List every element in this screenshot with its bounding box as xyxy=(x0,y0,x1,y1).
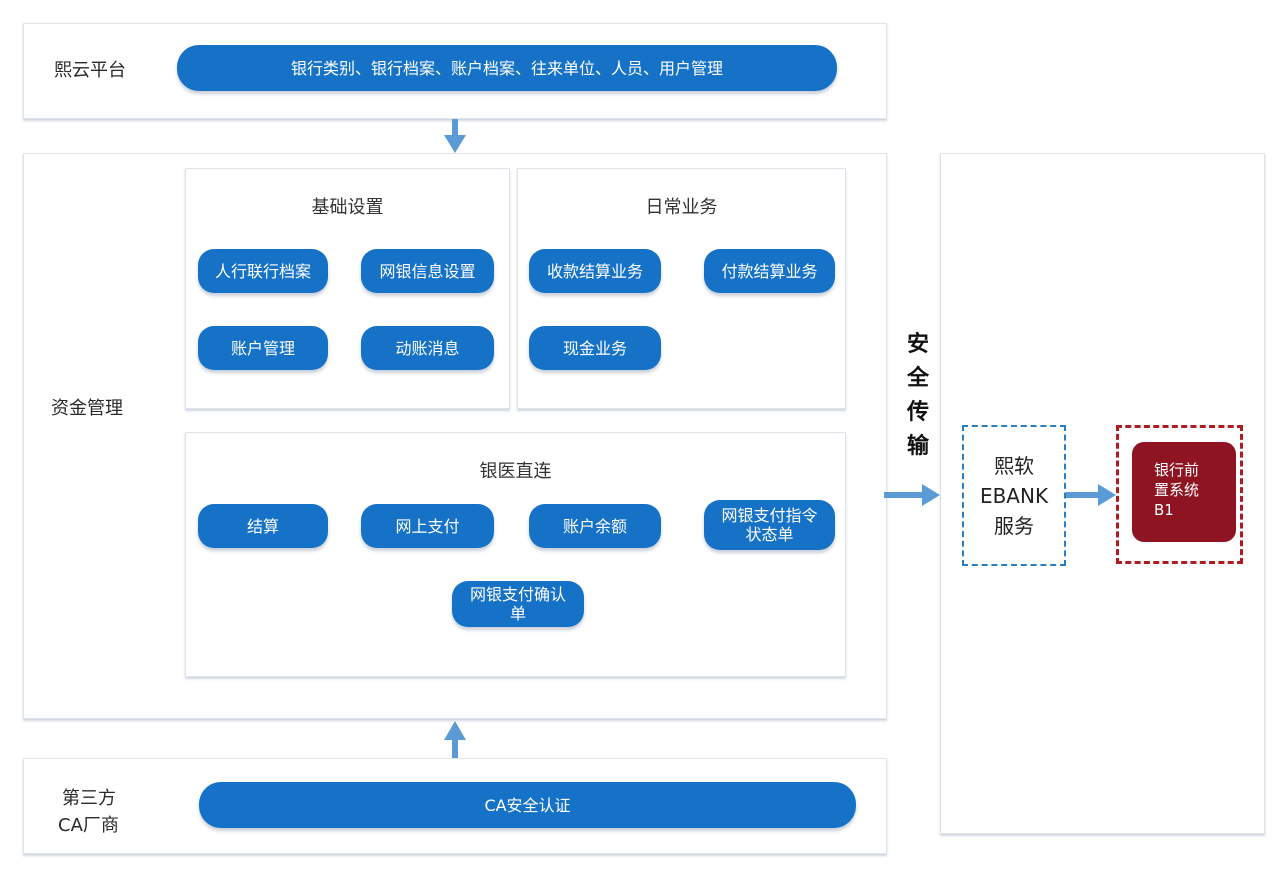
thirdparty-label-line2: CA厂商 xyxy=(58,815,119,836)
bank-direct-box: 银医直连 结算 网上支付 账户余额 网银支付指令状态单 网银支付确认单 xyxy=(185,432,846,677)
item-account-change-message: 动账消息 xyxy=(361,326,494,370)
bank-frontend-system: 银行前 置系统 B1 xyxy=(1132,442,1236,542)
item-pboc-bank-archive: 人行联行档案 xyxy=(198,249,328,293)
basic-settings-box: 基础设置 人行联行档案 网银信息设置 账户管理 动账消息 xyxy=(185,168,510,409)
frontend-line2: 置系统 xyxy=(1154,481,1200,499)
item-account-balance: 账户余额 xyxy=(529,504,661,548)
item-settlement: 结算 xyxy=(198,504,328,548)
arrow-capital-to-ebank xyxy=(884,484,940,506)
secure-transfer-char-4: 输 xyxy=(906,434,929,459)
secure-transfer-char-1: 安 xyxy=(906,332,929,357)
item-payment-confirmation: 网银支付确认单 xyxy=(452,581,584,627)
platform-label: 熙云平台 xyxy=(54,60,126,81)
secure-transfer-char-2: 全 xyxy=(906,366,929,391)
item-online-payment: 网上支付 xyxy=(361,504,494,548)
item-receipt-settlement: 收款结算业务 xyxy=(529,249,661,293)
secure-transfer-text: 安 全 传 输 xyxy=(900,328,936,464)
daily-business-box: 日常业务 收款结算业务 付款结算业务 现金业务 xyxy=(517,168,846,409)
ebank-line3: 服务 xyxy=(994,513,1034,538)
bank-frontend-dashed-box xyxy=(1116,425,1243,564)
item-payment-instruction-status: 网银支付指令状态单 xyxy=(704,500,835,550)
ca-auth-bar: CA安全认证 xyxy=(199,782,856,828)
thirdparty-label-line1: 第三方 xyxy=(62,788,116,809)
ebank-line2: EBANK xyxy=(979,483,1049,508)
basic-settings-title: 基础设置 xyxy=(311,197,384,218)
frontend-line1: 银行前 xyxy=(1154,461,1200,479)
ebank-service-box: 熙软 EBANK 服务 xyxy=(962,425,1066,566)
thirdparty-panel: 第三方 CA厂商 CA安全认证 xyxy=(23,758,887,854)
bank-direct-title: 银医直连 xyxy=(479,461,552,482)
arrow-thirdparty-to-capital xyxy=(444,721,466,758)
arrow-ebank-to-frontend xyxy=(1066,484,1116,506)
arrow-platform-to-capital xyxy=(444,119,466,153)
item-payment-settlement: 付款结算业务 xyxy=(704,249,835,293)
secure-transfer-char-3: 传 xyxy=(906,400,929,425)
platform-bar: 银行类别、银行档案、账户档案、往来单位、人员、用户管理 xyxy=(177,45,837,91)
platform-panel: 熙云平台 银行类别、银行档案、账户档案、往来单位、人员、用户管理 xyxy=(23,23,887,119)
ebank-line1: 熙软 xyxy=(994,453,1034,478)
capital-label: 资金管理 xyxy=(51,398,123,419)
item-cash-business: 现金业务 xyxy=(529,326,661,370)
item-account-management: 账户管理 xyxy=(198,326,328,370)
frontend-line3: B1 xyxy=(1154,501,1174,519)
daily-business-title: 日常业务 xyxy=(645,197,718,218)
item-ebank-info-settings: 网银信息设置 xyxy=(361,249,494,293)
